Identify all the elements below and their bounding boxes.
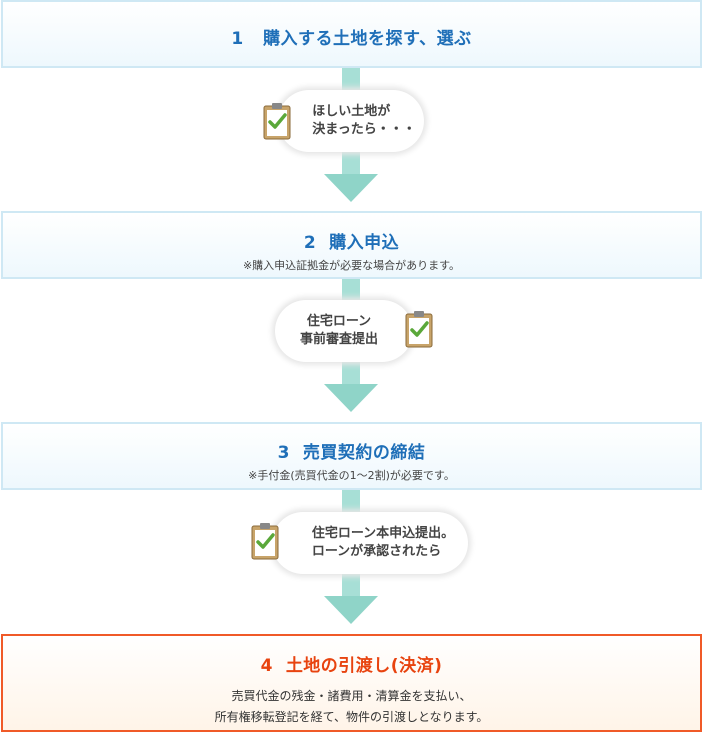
cloud-1: ほしい土地が 決まったら・・・ [278,90,424,152]
step-4-desc-line-2: 所有権移転登記を経て、物件の引渡しとなります。 [214,710,489,724]
step-2-box: 2 購入申込 ※購入申込証拠金が必要な場合があります。 [1,211,702,279]
step-3-note: ※手付金(売買代金の1～2割)が必要です。 [248,469,455,482]
arrow-down-1 [324,174,378,202]
step-4-number: 4 [260,656,273,676]
clipboard-check-icon [263,103,291,140]
step-4-desc-line-1: 売買代金の残金・諸費用・清算金を支払い、 [231,689,472,703]
step-3-box: 3 売買契約の締結 ※手付金(売買代金の1～2割)が必要です。 [1,422,702,490]
cloud-3-line-1: 住宅ローン本申込提出。 [311,526,455,541]
step-1-label: 購入する土地を探す、選ぶ [262,29,472,49]
clipboard-check-icon [251,523,279,560]
cloud-3-text: 住宅ローン本申込提出。 ローンが承認されたら [312,525,454,561]
step-1-title: 1 購入する土地を探す、選ぶ [3,24,700,49]
step-3-label: 売買契約の締結 [302,443,426,463]
cloud-2-text: 住宅ローン 事前審査提出 [300,313,378,349]
step-4-box: 4 土地の引渡し(決済) 売買代金の残金・諸費用・清算金を支払い、 所有権移転登… [1,634,702,732]
step-3-title: 3 売買契約の締結 [3,438,700,463]
step-4-title: 4 土地の引渡し(決済) [3,651,700,676]
cloud-2-line-1: 住宅ローン [306,314,372,329]
step-4-label: 土地の引渡し(決済) [285,656,443,676]
step-1-number: 1 [231,29,244,49]
arrow-down-2 [324,384,378,412]
cloud-1-line-1: ほしい土地が [312,104,391,119]
cloud-2-line-2: 事前審査提出 [299,332,378,347]
step-2-label: 購入申込 [329,233,400,253]
step-1-box: 1 購入する土地を探す、選ぶ [1,0,702,68]
cloud-1-line-2: 決まったら・・・ [312,122,416,137]
cloud-3-line-2: ローンが承認されたら [311,544,442,559]
clipboard-check-icon [405,311,433,348]
step-3-number: 3 [277,443,290,463]
cloud-1-text: ほしい土地が 決まったら・・・ [312,103,415,139]
cloud-3: 住宅ローン本申込提出。 ローンが承認されたら [272,512,468,574]
step-2-title: 2 購入申込 [3,228,700,253]
step-4-description: 売買代金の残金・諸費用・清算金を支払い、 所有権移転登記を経て、物件の引渡しとな… [3,686,700,728]
step-2-number: 2 [303,233,317,253]
cloud-2: 住宅ローン 事前審査提出 [275,300,413,362]
step-2-note: ※購入申込証拠金が必要な場合があります。 [242,259,461,272]
arrow-down-3 [324,596,378,624]
